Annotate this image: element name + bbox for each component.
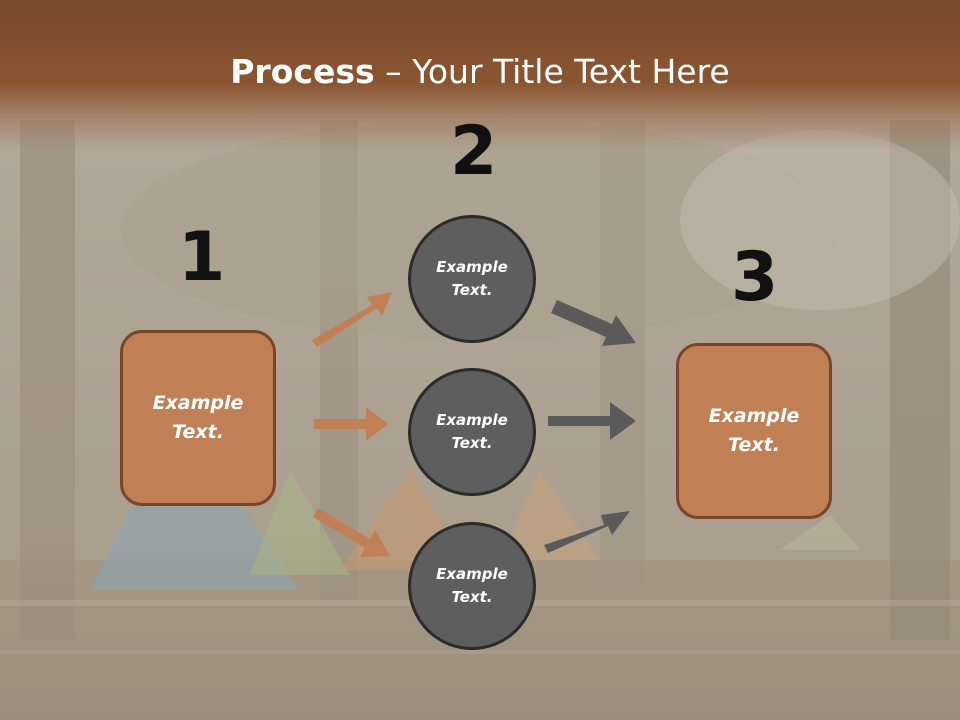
- node-middle-line2: Text.: [451, 434, 493, 452]
- arrow-to-top-node: [312, 292, 392, 347]
- arrow-from-top-node: [551, 300, 636, 346]
- arrow-from-bottom-node: [544, 511, 630, 553]
- slide-title: Process – Your Title Text Here: [0, 52, 960, 91]
- arrow-to-bottom-node: [313, 508, 390, 557]
- node-middle-line1: Example: [436, 411, 508, 429]
- title-bold: Process: [230, 52, 375, 91]
- arrow-to-middle-node: [314, 407, 388, 441]
- node-bottom-line2: Text.: [451, 588, 493, 606]
- node-top-line1: Example: [436, 258, 508, 276]
- step-number-1: 1: [178, 218, 226, 297]
- arrow-from-middle-node: [548, 402, 636, 440]
- title-rest: – Your Title Text Here: [374, 52, 730, 91]
- step-3-label-line2: Text.: [728, 434, 780, 456]
- step-number-2: 2: [450, 112, 498, 191]
- title-band: [0, 0, 960, 150]
- node-bottom-line1: Example: [436, 565, 508, 583]
- step-1-label-line1: Example: [152, 392, 244, 414]
- step-1-label-line2: Text.: [172, 421, 224, 443]
- step-3-label-line1: Example: [708, 405, 800, 427]
- step-number-3: 3: [731, 238, 779, 317]
- node-top-line2: Text.: [451, 281, 493, 299]
